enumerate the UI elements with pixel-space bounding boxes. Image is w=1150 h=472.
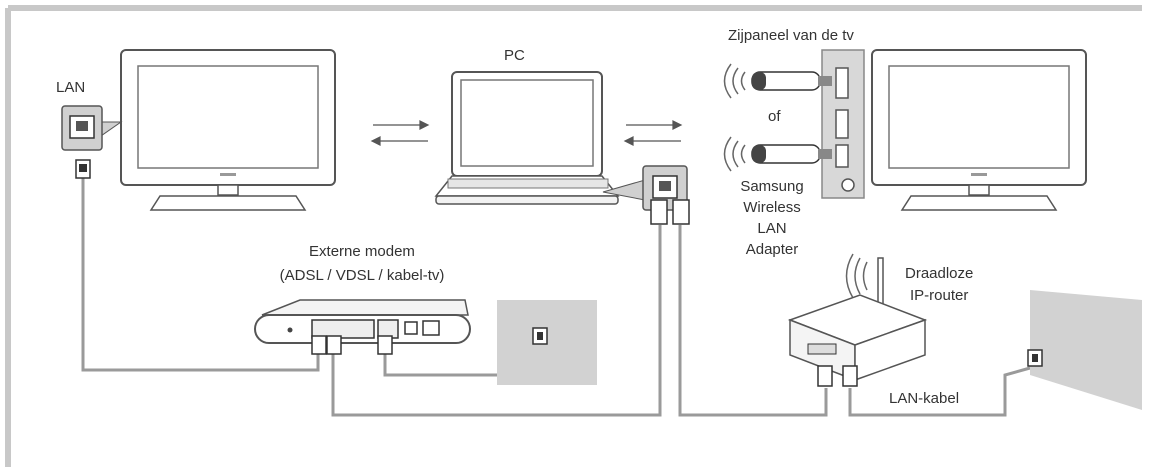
usb-wireless-adapters [751, 71, 832, 164]
lan-cable-label: LAN-kabel [889, 390, 960, 407]
cable-tv-to-modem [81, 178, 320, 372]
modem-label-line1: Externe modem [309, 243, 415, 260]
cable-router-to-wall [848, 366, 1031, 417]
cables [81, 178, 1031, 417]
adapter-label-line2: Wireless [743, 199, 801, 216]
cable-pc-to-router [678, 225, 828, 417]
adapter-label-line1: Samsung [740, 178, 804, 195]
left-tv [120, 49, 336, 211]
lan-label: LAN [56, 79, 86, 96]
wireless-router [787, 257, 928, 387]
frame [5, 5, 1142, 467]
modem-label-line2: (ADSL / VDSL / kabel-tv) [279, 267, 445, 284]
router-label-line1: Draadloze [905, 265, 974, 282]
wall-outlets [497, 290, 1142, 410]
cable-modem-to-pc [331, 225, 662, 417]
adapter-label-line3: LAN [757, 220, 787, 237]
wireless-signal-icons [723, 63, 868, 299]
right-tv [871, 49, 1087, 211]
tv-side-panel [821, 49, 865, 199]
laptop-pc [434, 71, 620, 205]
adapter-label-line4: Adapter [745, 241, 799, 258]
tv-side-panel-label: Zijpaneel van de tv [728, 27, 854, 44]
router-label-line2: IP-router [910, 287, 969, 304]
external-modem [254, 299, 471, 355]
sync-arrows [370, 120, 683, 146]
pc-lan-port-callout [602, 165, 690, 225]
pc-label: PC [504, 47, 525, 64]
tv-lan-port-callout [61, 105, 123, 179]
or-label: of [768, 108, 781, 125]
